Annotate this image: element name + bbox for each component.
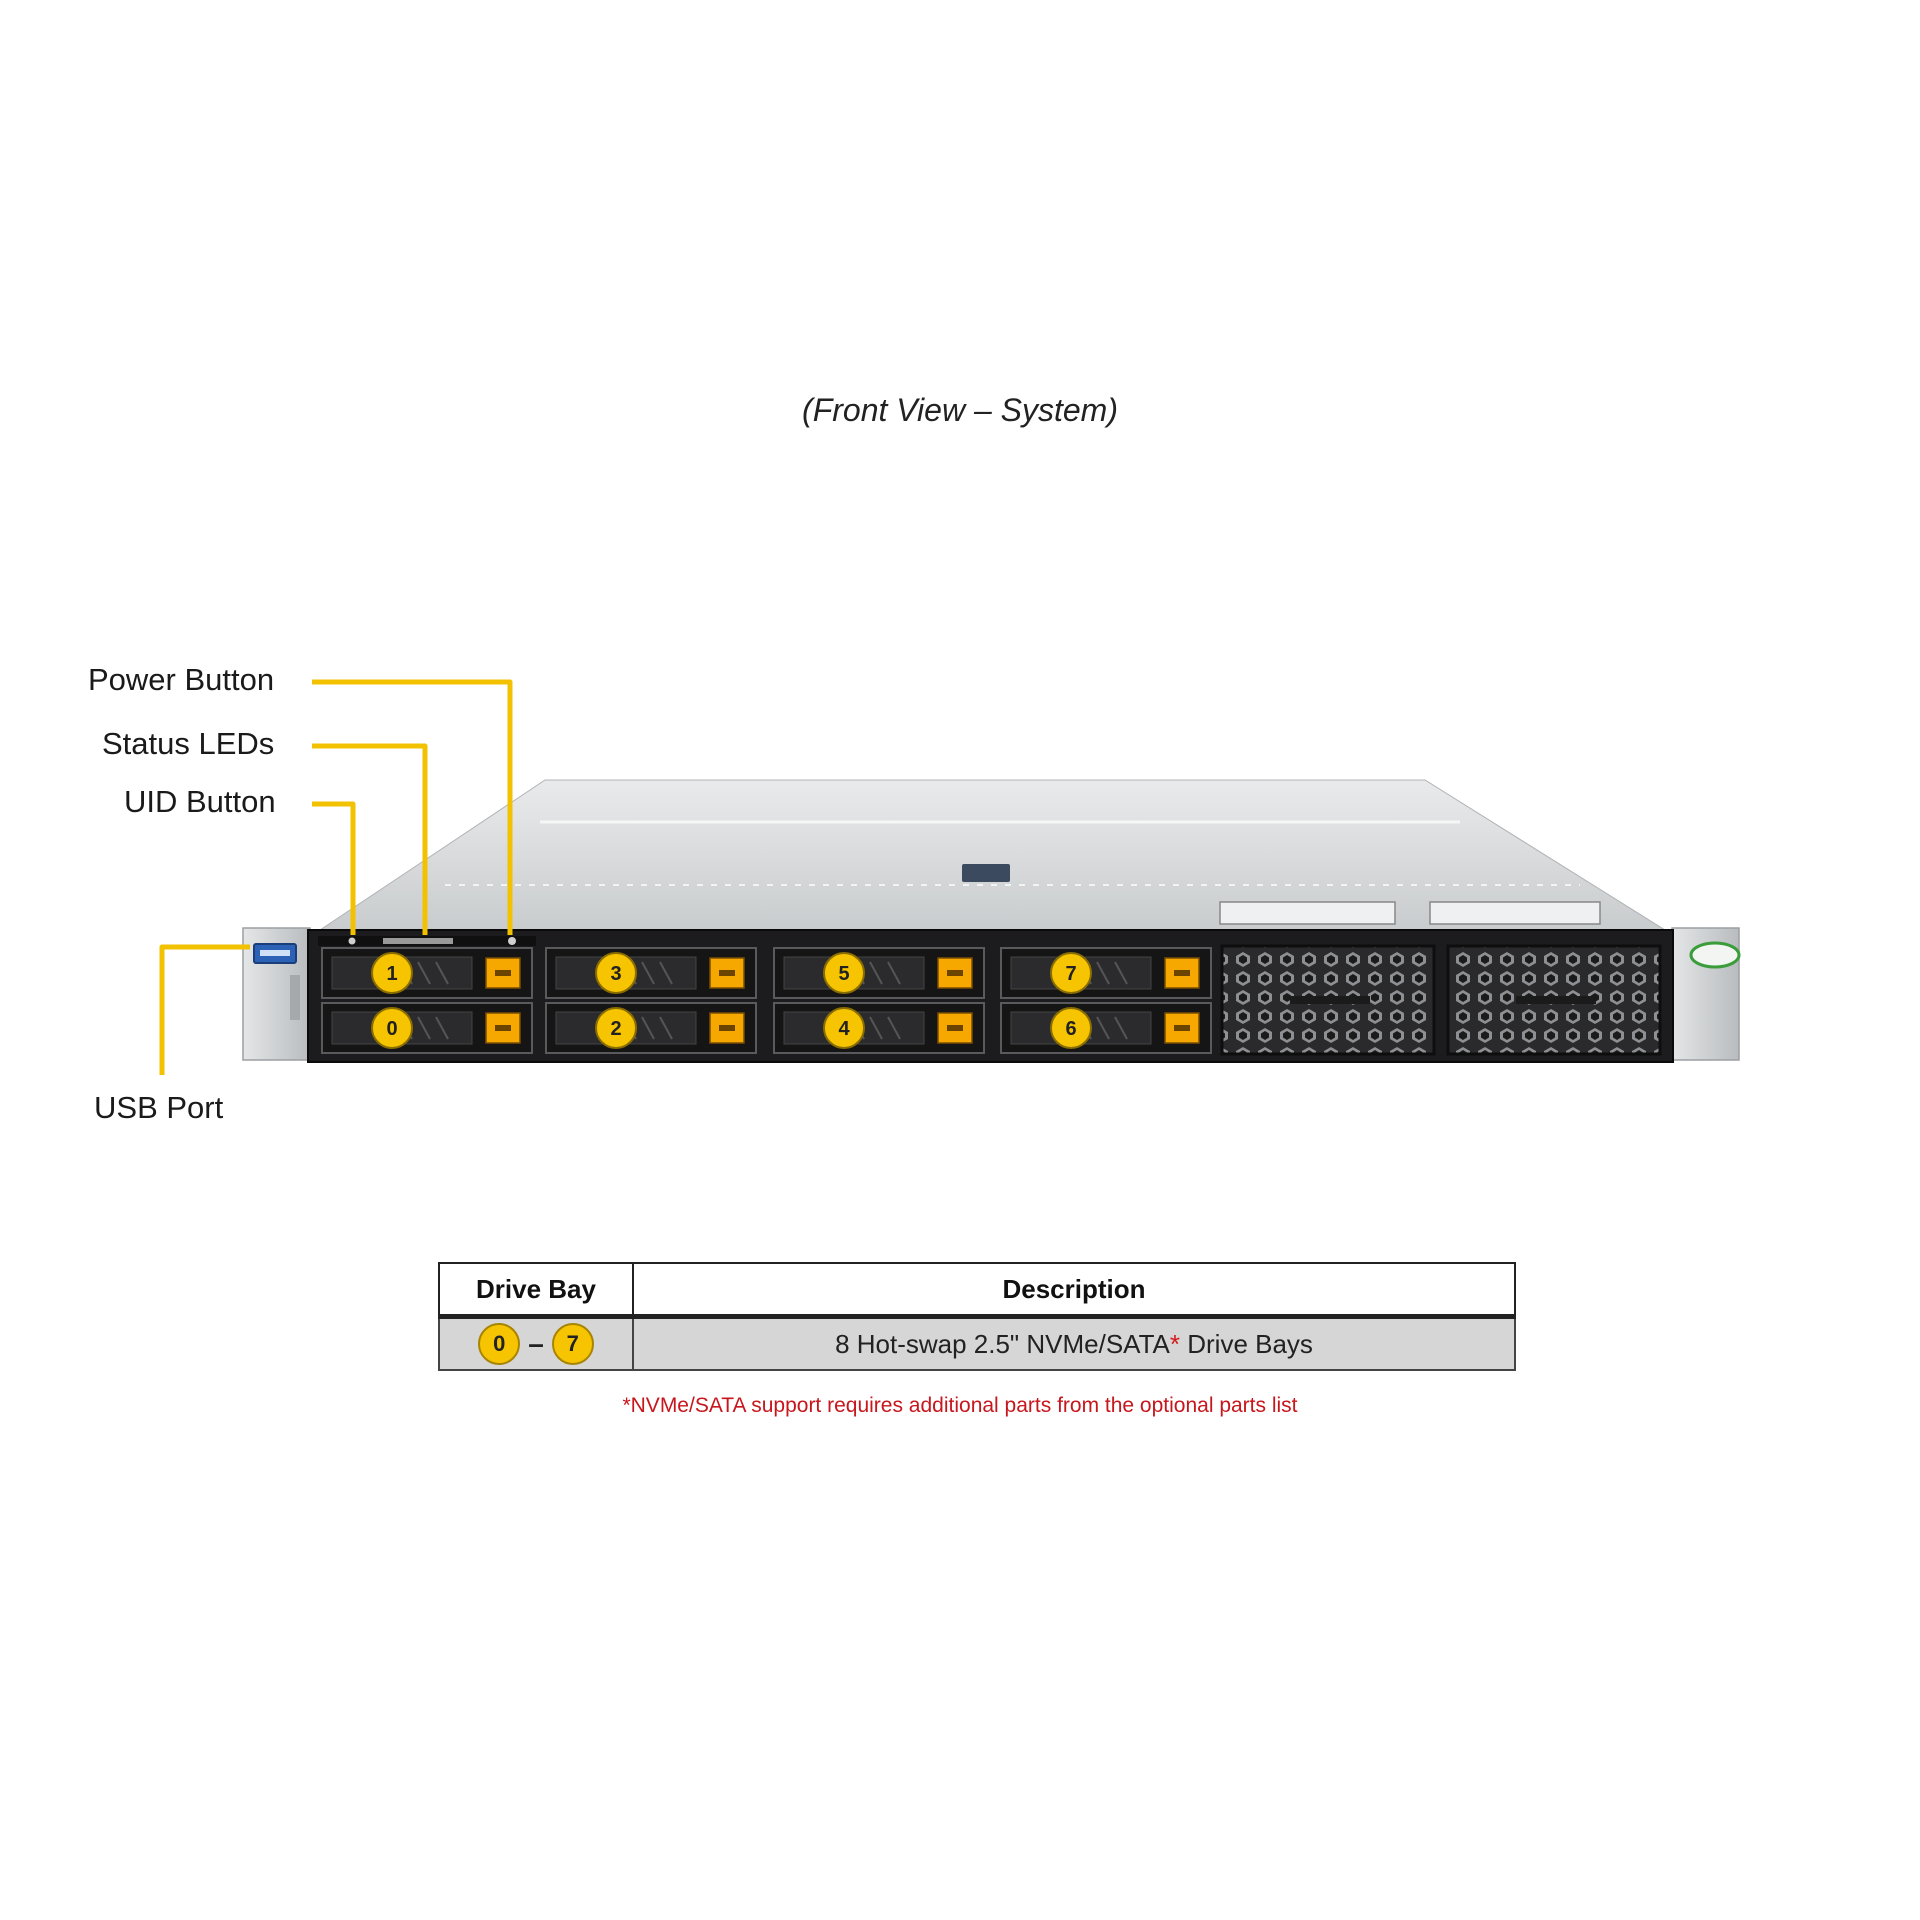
brand-logo-icon: [1689, 941, 1741, 969]
drive-bay-3: 3: [545, 947, 757, 999]
bay-number-badge-0: [371, 1007, 413, 1049]
power-button-leader: [312, 679, 513, 935]
drive-bay-table: Drive Bay Description 0 – 7 8 Hot-swap 2…: [438, 1262, 1516, 1371]
uid-button-icon: [348, 937, 356, 945]
bay-number-badge-3: [595, 952, 637, 994]
drive-bay-5: 5: [773, 947, 985, 999]
bay-badge-start: 0: [478, 1323, 521, 1365]
chassis-latch: [962, 864, 1010, 882]
drive-bay-1: 1: [321, 947, 533, 999]
status-leds-icon: [383, 938, 453, 944]
vent-panel-right: [1446, 944, 1662, 1056]
bay-number-badge-4: [823, 1007, 865, 1049]
description-cell: 8 Hot-swap 2.5" NVMe/SATA* Drive Bays: [632, 1315, 1516, 1371]
bay-number-1: 1: [386, 963, 397, 985]
drive-bay-7: 7: [1000, 947, 1212, 999]
bay-number-2: 2: [610, 1018, 621, 1040]
bay-number-5: 5: [838, 963, 849, 985]
description-suffix: Drive Bays: [1180, 1328, 1313, 1359]
footnote: *NVMe/SATA support requires additional p…: [622, 1394, 1298, 1417]
drive-bay-2: 2: [545, 1002, 757, 1054]
bay-number-badge-1: [371, 952, 413, 994]
bay-number-badge-6: [1050, 1007, 1092, 1049]
power-button-label: Power Button: [88, 662, 275, 697]
usb-port-label: USB Port: [94, 1090, 224, 1125]
bay-number-4: 4: [838, 1018, 850, 1040]
bay-badge-end: 7: [551, 1323, 594, 1365]
uid-button-label: UID Button: [124, 784, 276, 819]
header-drive-bay: Drive Bay: [438, 1262, 634, 1319]
uid-button-leader: [312, 801, 356, 935]
front-panel: [307, 929, 1674, 1063]
drive-bay-4: 4: [773, 1002, 985, 1054]
drive-bay-6: 6: [1000, 1002, 1212, 1054]
bay-number-3: 3: [610, 963, 621, 985]
drive-latch-button[interactable]: [937, 957, 973, 989]
bay-number-6: 6: [1065, 1018, 1076, 1040]
drive-bay-range-cell: 0 – 7: [438, 1315, 634, 1371]
drive-bay-0: 0: [321, 1002, 533, 1054]
bay-number-badge-5: [823, 952, 865, 994]
page-title: (Front View – System): [802, 392, 1118, 428]
bay-number-badge-7: [1050, 952, 1092, 994]
bay-number-0: 0: [386, 1018, 397, 1040]
bay-number-7: 7: [1065, 963, 1076, 985]
status-leds-label: Status LEDs: [102, 726, 275, 761]
header-description: Description: [632, 1262, 1516, 1319]
range-separator: –: [528, 1328, 544, 1359]
power-button-icon: [508, 937, 516, 945]
bay-number-badge-2: [595, 1007, 637, 1049]
status-leds-leader: [312, 743, 428, 935]
description-text: 8 Hot-swap 2.5" NVMe/SATA: [835, 1328, 1170, 1359]
asterisk-mark: *: [1169, 1328, 1181, 1359]
table-row: 0 – 7 8 Hot-swap 2.5" NVMe/SATA* Drive B…: [438, 1315, 1516, 1371]
usb-port-leader: [159, 944, 250, 1075]
